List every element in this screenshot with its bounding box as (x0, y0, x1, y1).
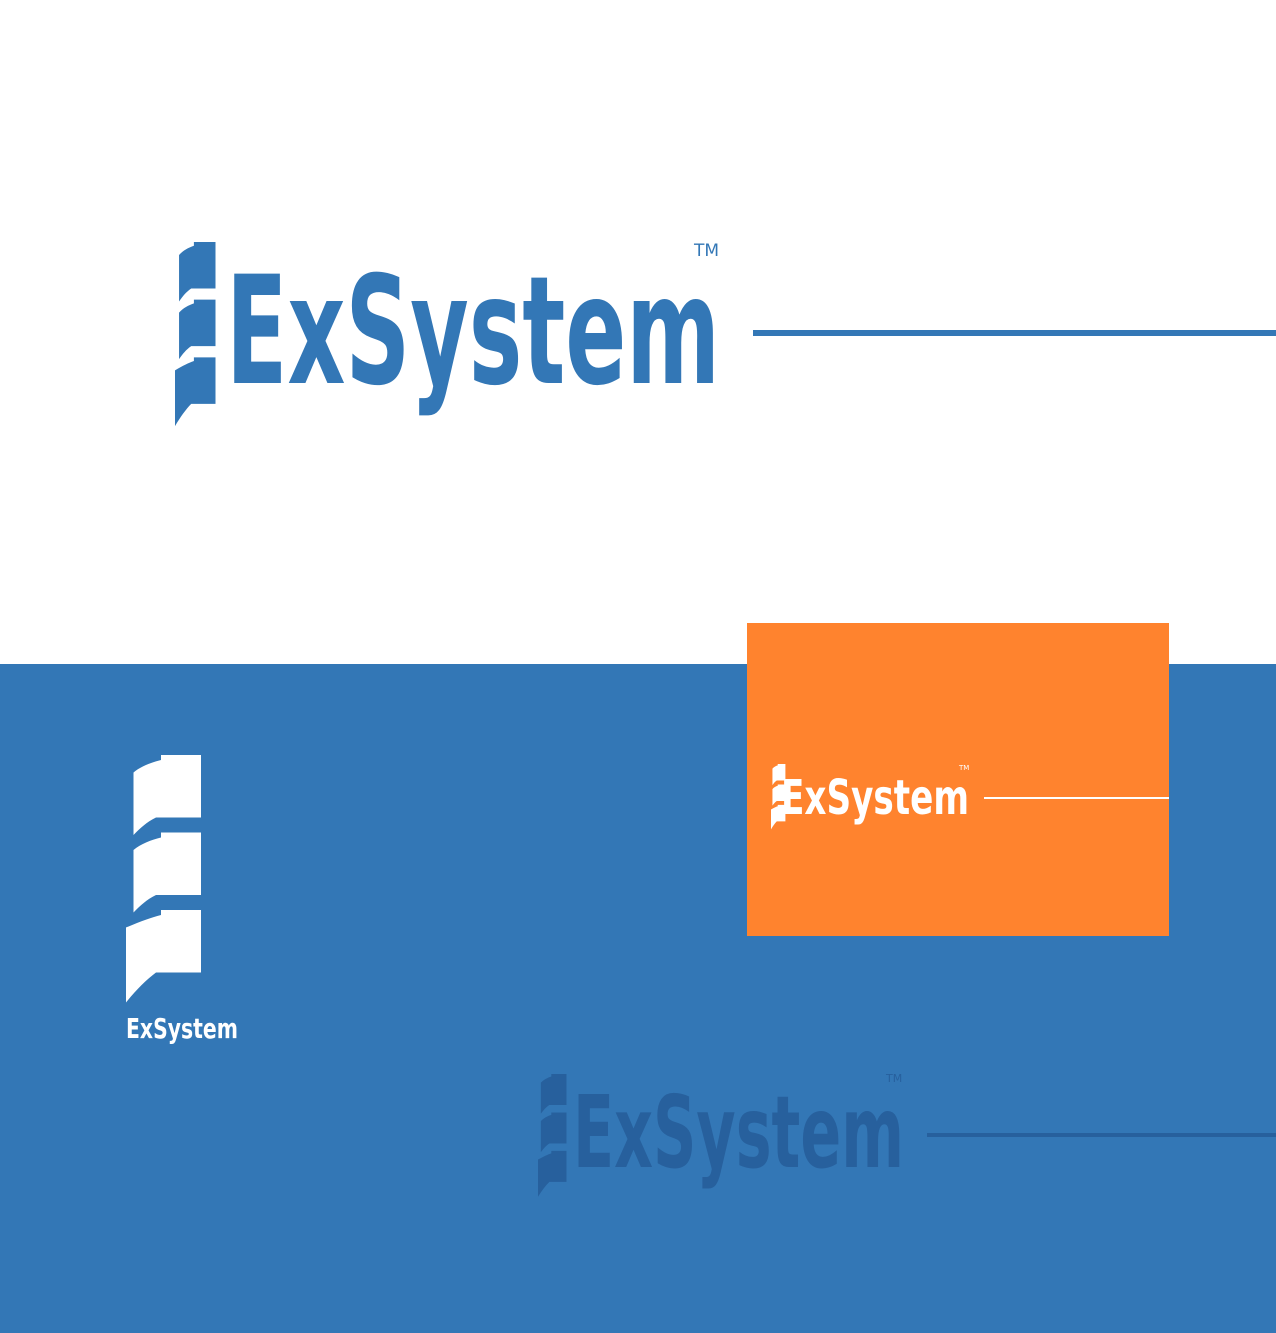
card-logo-wordmark: ExSystem (781, 770, 969, 826)
e-mark-large-icon (126, 755, 201, 1003)
e-mark-dark-icon (538, 1074, 567, 1197)
stacked-logo: ExSystem (126, 755, 238, 1045)
main-logo-line (753, 330, 1276, 336)
main-logo-wordmark: ExSystem (226, 245, 720, 419)
dark-logo-wordmark: ExSystem (573, 1074, 904, 1191)
main-logo-trademark: TM (693, 241, 719, 261)
stacked-logo-wordmark: ExSystem (126, 1012, 238, 1045)
dark-logo-line (927, 1133, 1276, 1137)
e-mark-icon (175, 242, 216, 427)
card-logo-trademark: TM (958, 764, 969, 772)
dark-logo-trademark: TM (885, 1072, 902, 1085)
card-logo-line (984, 797, 1169, 799)
main-logo: ExSystem TM (175, 241, 1276, 427)
orange-logo-card (747, 623, 1169, 936)
card-logo: ExSystem TM (771, 764, 1169, 830)
dark-logo: ExSystem TM (538, 1072, 1276, 1197)
